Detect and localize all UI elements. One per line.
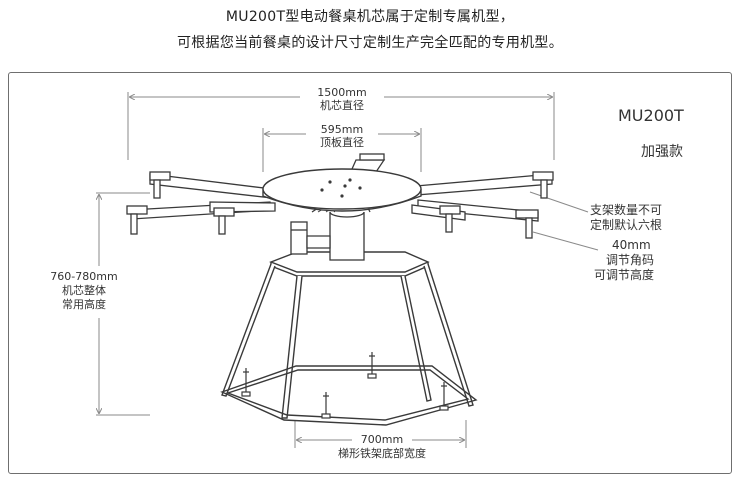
corner-note-leader	[532, 231, 599, 251]
arm-left-lower-bracket	[130, 213, 138, 235]
corner-note-line2: 可调节高度	[594, 267, 654, 282]
leveling-feet	[241, 352, 449, 419]
foot-back	[367, 352, 377, 379]
foot-front	[321, 392, 331, 419]
top-plate	[262, 168, 422, 212]
bracket-note-line1: 支架数量不可	[590, 202, 662, 217]
arm-left-lower-pad	[126, 205, 148, 215]
height-dimension: 760-780mm 机芯整体 常用高度	[50, 192, 150, 416]
arm-right-mid-bracket	[445, 213, 453, 233]
frame-leg-front-left	[221, 263, 276, 397]
arm-right-lower-pad	[515, 209, 539, 219]
frame-leg-back-right	[400, 275, 432, 402]
support-arms	[126, 153, 554, 239]
arm-right-upper-bracket	[540, 179, 548, 199]
bracket-note: 支架数量不可 定制默认六根	[529, 191, 662, 232]
height-value: 760-780mm	[50, 270, 117, 283]
foot-left	[241, 368, 251, 397]
frame-leg-back-left	[281, 275, 303, 419]
model-variant: 加强款	[641, 144, 683, 160]
arm-left-mid-pad	[213, 207, 235, 217]
base-width-label: 梯形铁架底部宽度	[338, 446, 426, 460]
top-plate-label: 顶板直径	[320, 135, 364, 149]
diagram-frame	[8, 72, 732, 474]
height-label-2: 常用高度	[62, 297, 106, 311]
corner-note-value: 40mm	[612, 238, 651, 252]
base-width-value: 700mm	[361, 433, 403, 446]
core-diameter-label: 机芯直径	[320, 98, 364, 112]
arm-top-pad	[359, 153, 385, 161]
core-diameter-value: 1500mm	[317, 86, 366, 99]
header-line-2: 可根据您当前餐桌的设计尺寸定制生产完全匹配的专用机型。	[176, 35, 564, 51]
frame-bottom-inner	[225, 369, 470, 421]
gearbox-column	[329, 211, 365, 261]
header-line-1: MU200T型电动餐桌机芯属于定制专属机型，	[225, 9, 515, 25]
corner-note: 40mm 调节角码 可调节高度	[532, 231, 654, 282]
core-diameter-dimension: 1500mm 机芯直径	[127, 86, 555, 160]
frame-leg-front-right	[423, 263, 474, 407]
bracket-note-leader	[529, 191, 589, 213]
frame-bottom-outer	[220, 365, 478, 426]
foot-right	[439, 382, 449, 411]
height-label-1: 机芯整体	[62, 283, 106, 297]
top-plate-surface	[262, 168, 422, 210]
motor-coupler	[306, 235, 331, 249]
top-plate-value: 595mm	[321, 123, 363, 136]
top-plate-holes	[320, 178, 362, 198]
arm-left-mid-bracket	[218, 215, 226, 235]
arm-left-upper-pad	[149, 171, 171, 181]
top-plate-dimension: 595mm 顶板直径	[262, 123, 422, 172]
corner-note-line1: 调节角码	[606, 253, 654, 267]
motor-box	[290, 221, 308, 255]
arm-right-lower-bracket	[525, 217, 533, 239]
base-width-dimension: 700mm 梯形铁架底部宽度	[294, 420, 467, 460]
trapezoid-frame	[220, 251, 478, 426]
arm-right-mid-pad	[439, 205, 461, 215]
arm-left-upper-bracket	[153, 179, 161, 199]
arm-right-upper	[415, 173, 553, 196]
model-name: MU200T	[618, 106, 684, 125]
arm-right-upper-pad	[532, 171, 554, 181]
bracket-note-line2: 定制默认六根	[590, 217, 662, 232]
